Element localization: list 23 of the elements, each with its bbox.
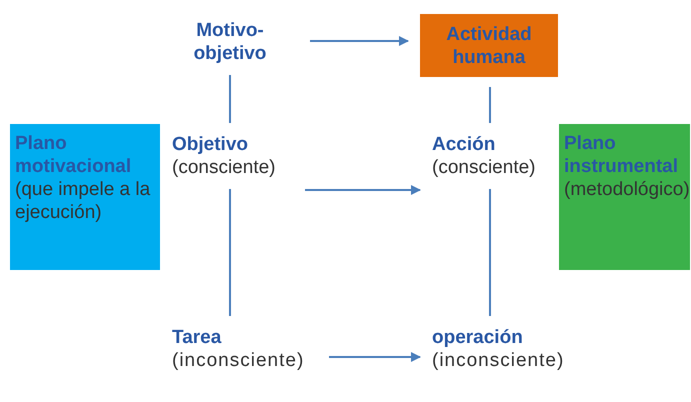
plane-box [10, 124, 160, 270]
connector-line [229, 75, 231, 123]
arrow [305, 185, 421, 195]
node-description: (consciente) [172, 156, 276, 179]
node-description: (inconsciente) [172, 349, 304, 372]
arrow [310, 36, 409, 46]
plane-box [559, 124, 690, 270]
node-heading: Plano motivacional [15, 132, 132, 178]
node-heading: Actividad humana [445, 22, 533, 68]
node-heading: Acción [432, 133, 496, 156]
node-description: (consciente) [432, 156, 536, 179]
node-heading: Tarea [172, 326, 222, 349]
node-heading: Plano instrumental [564, 132, 680, 178]
plane-box [420, 14, 558, 77]
arrow [329, 352, 421, 362]
connector-line [489, 189, 491, 316]
node-description: (inconsciente) [432, 349, 564, 372]
connector-line [489, 87, 491, 123]
node-heading: Objetivo [172, 133, 250, 156]
node-heading: Motivo-objetivo [192, 19, 268, 65]
connector-line [229, 189, 231, 316]
node-heading: operación [432, 326, 524, 349]
node-description: (que impele a la ejecución) [15, 178, 152, 224]
